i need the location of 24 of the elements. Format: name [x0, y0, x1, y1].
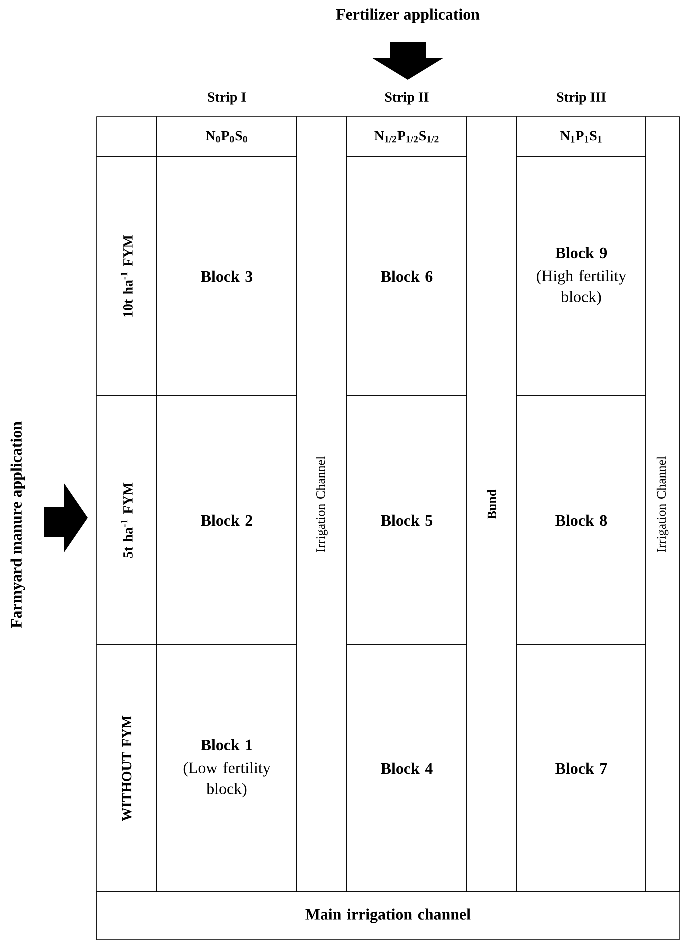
block-cell: Block 2 [156, 396, 298, 646]
row-header: 5t ha$^{-1}$ FYM [96, 396, 158, 646]
column-header: N$_{1/2}$P$_{1/2}$S$_{1/2}$ [346, 116, 468, 158]
block-cell: Block 3 [156, 156, 298, 396]
channel-column: Irrigation Channel [646, 116, 680, 892]
channel-column: Irrigation Channel [296, 116, 348, 892]
row-header: 10t ha$^{-1}$ FYM [96, 156, 158, 396]
column-header: N$_{1}$P$_{1}$S$_{1}$ [516, 116, 646, 158]
strip-label: Strip III [557, 92, 606, 105]
block-cell: Block 9 (High fertility block) [516, 156, 646, 396]
strip-label: Strip II [385, 92, 429, 105]
block-cell: Block 7 [516, 644, 646, 892]
channel-row: Main irrigation channel [96, 892, 680, 940]
block-cell: Block 4 [346, 644, 468, 892]
block-cell: Block 1 (Low fertility block) [156, 644, 298, 892]
block-cell: Block 6 [346, 156, 468, 396]
strip-label: Strip I [208, 92, 246, 105]
bund-column: Bund [466, 116, 518, 892]
side-heading: Farmyard manure application [10, 422, 26, 628]
block-cell: Block 8 [516, 396, 646, 646]
block-cell: Block 5 [346, 396, 468, 646]
heading: Fertilizer application [336, 8, 480, 24]
column-header: N$_{0}$P$_{0}$S$_{0}$ [156, 116, 298, 158]
row-header: WITHOUT FYM [96, 644, 158, 892]
